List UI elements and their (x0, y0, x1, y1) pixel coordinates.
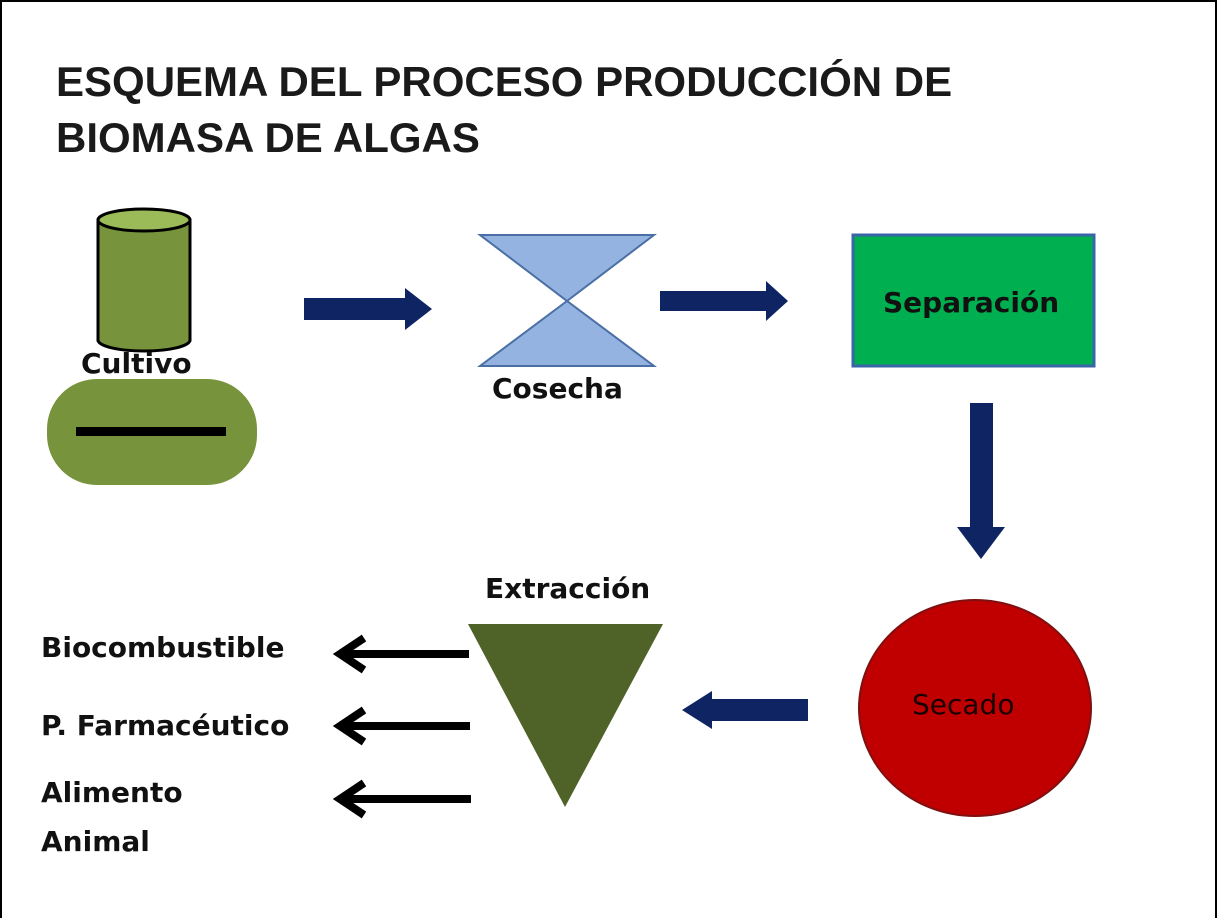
title-line-2: BIOMASA DE ALGAS (56, 114, 480, 161)
cultivo-label: Cultivo (81, 347, 192, 380)
product-animal: Animal (41, 825, 150, 858)
cosecha-label: Cosecha (492, 372, 623, 405)
secado-label: Secado (912, 688, 1015, 721)
separacion-box (851, 233, 1096, 368)
product-biocombustible: Biocombustible (41, 631, 285, 664)
arrow-to-alimento-animal (332, 779, 471, 819)
product-alimento: Alimento (41, 776, 183, 809)
cultivo-pond-divider (76, 427, 226, 436)
cultivo-cylinder-top (96, 207, 192, 233)
extraccion-triangle (468, 624, 663, 807)
cosecha-bottom-triangle (476, 299, 658, 367)
secado-ellipse (858, 599, 1092, 817)
separacion-label: Separación (883, 286, 1060, 319)
cultivo-tank-shape (96, 207, 192, 353)
cosecha-top-triangle (477, 234, 657, 303)
arrow-cultivo-to-cosecha (304, 288, 432, 330)
diagram-title: ESQUEMA DEL PROCESO PRODUCCIÓN DE BIOMAS… (56, 54, 1176, 166)
arrow-separacion-to-secado (957, 403, 1005, 559)
product-farmaceutico: P. Farmacéutico (41, 709, 290, 742)
arrow-secado-to-extraccion (682, 691, 808, 729)
arrow-to-biocombustible (332, 634, 469, 674)
arrow-to-farmaceutico (332, 706, 470, 746)
cosecha-hourglass-shape (476, 234, 658, 367)
extraccion-label: Extracción (485, 572, 651, 605)
cultivo-pond-shape (47, 379, 257, 485)
title-line-1: ESQUEMA DEL PROCESO PRODUCCIÓN DE (56, 58, 953, 105)
arrow-cosecha-to-separacion (660, 281, 788, 321)
